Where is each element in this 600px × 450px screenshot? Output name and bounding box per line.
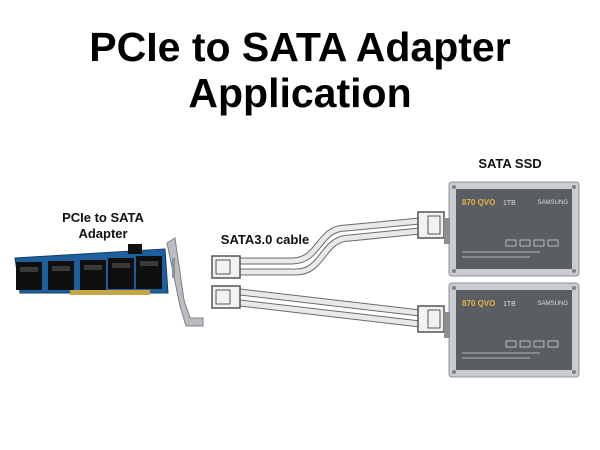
sata-port-5 xyxy=(136,256,162,289)
page-title-line-1: PCIe to SATA Adapter xyxy=(89,24,511,70)
ssd-top-model: 870 QVO xyxy=(462,198,495,207)
sata-cable-bottom xyxy=(211,285,445,333)
cable-top-left-connector xyxy=(211,255,241,279)
ssd-bottom-brand: SAMSUNG xyxy=(538,301,569,307)
cable-bottom-left-connector xyxy=(211,285,241,309)
ssd-top-brand: SAMSUNG xyxy=(538,200,569,206)
ssd-top-capacity: 1TB xyxy=(503,200,516,207)
ssd-bottom-model: 870 QVO xyxy=(462,299,495,308)
sata-cable-top xyxy=(211,211,445,279)
cable-top-right-connector xyxy=(417,211,445,239)
pcie-bracket xyxy=(166,237,204,327)
ssd-bottom-cert-marks-icon xyxy=(462,340,559,359)
ssd-top-cert-marks-icon xyxy=(462,239,559,258)
cable-bottom-right-connector xyxy=(417,305,445,333)
adapter-label-line-2: Adapter xyxy=(78,226,128,241)
controller-chip xyxy=(128,244,142,254)
sata-port-1 xyxy=(16,262,42,290)
page-title-line-2: Application xyxy=(188,70,412,116)
ssd-bottom-capacity: 1TB xyxy=(503,301,516,308)
adapter-label-line-1: PCIe to SATA xyxy=(62,210,144,225)
ssd-label: SATA SSD xyxy=(478,156,542,171)
cable-label: SATA3.0 cable xyxy=(220,232,310,247)
pcie-adapter-card xyxy=(14,244,169,295)
ssd-top: 870 QVO 1TB SAMSUNG xyxy=(444,181,580,277)
ssd-bottom: 870 QVO 1TB SAMSUNG xyxy=(444,282,580,378)
sata-port-3 xyxy=(80,260,106,290)
sata-port-4 xyxy=(108,258,134,289)
sata-port-2 xyxy=(48,261,74,290)
adapter-label: PCIe to SATA Adapter xyxy=(38,210,168,242)
